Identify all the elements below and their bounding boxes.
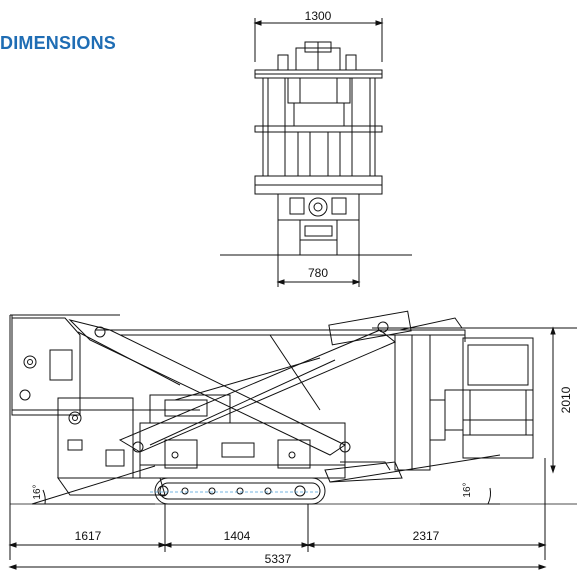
dim-5337-label: 5337 [265,552,292,566]
side-view: 2010 [8,310,577,570]
angle-right-label: 16° [462,482,473,497]
front-view: 1300 [220,9,412,287]
dim-780-label: 780 [308,266,328,280]
dim-2317-label: 2317 [413,529,440,543]
dim-1617-label: 1617 [75,529,102,543]
dim-1300-label: 1300 [305,9,332,23]
dimensions-heading: DIMENSIONS [0,33,117,53]
angle-left-label: 16° [32,484,43,499]
dim-2010-label: 2010 [559,386,573,413]
dim-1404-label: 1404 [224,529,251,543]
